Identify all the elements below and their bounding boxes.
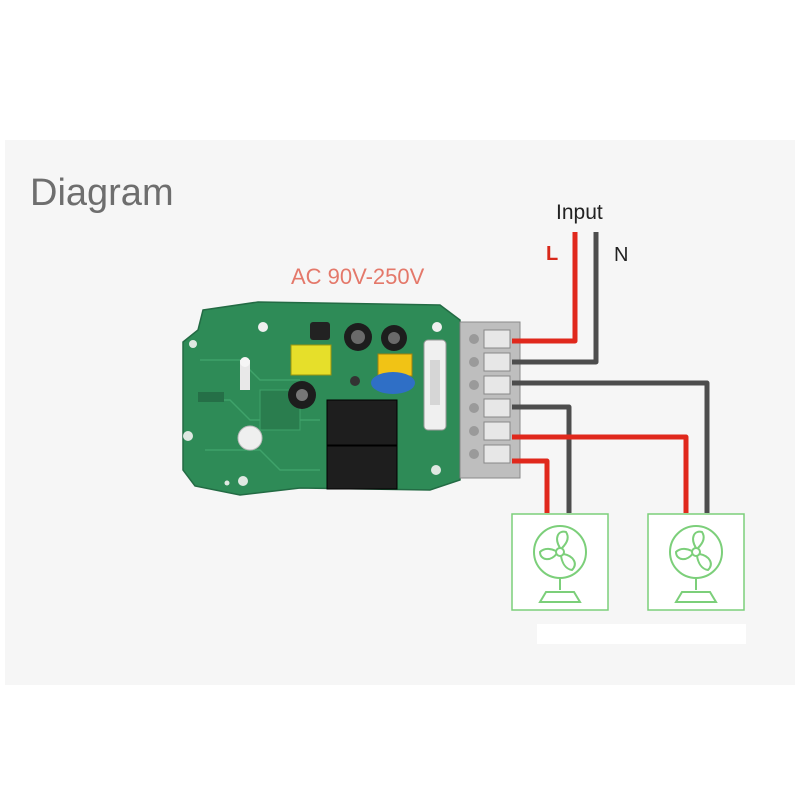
- fan1-line-wire: [512, 458, 550, 513]
- terminal-block: [459, 321, 521, 479]
- input-neutral-wire: [512, 232, 599, 365]
- diagram-title: Diagram: [30, 172, 174, 214]
- circuit-board: [182, 301, 461, 496]
- fan-icon: [669, 525, 723, 603]
- label-strip: [537, 624, 746, 644]
- fan1-neutral-wire: [512, 404, 572, 513]
- input-label: Input: [556, 201, 603, 224]
- fan-1: [511, 513, 609, 611]
- neutral-label: N: [614, 244, 629, 266]
- fan2-neutral-wire: [512, 380, 710, 513]
- wires: [512, 232, 710, 513]
- fan2-line-wire: [512, 434, 689, 513]
- line-label: L: [546, 243, 559, 265]
- input-line-wire: [512, 232, 578, 344]
- voltage-label: AC 90V-250V: [291, 264, 425, 289]
- fan-2: [647, 513, 745, 611]
- fan-icon: [533, 525, 587, 603]
